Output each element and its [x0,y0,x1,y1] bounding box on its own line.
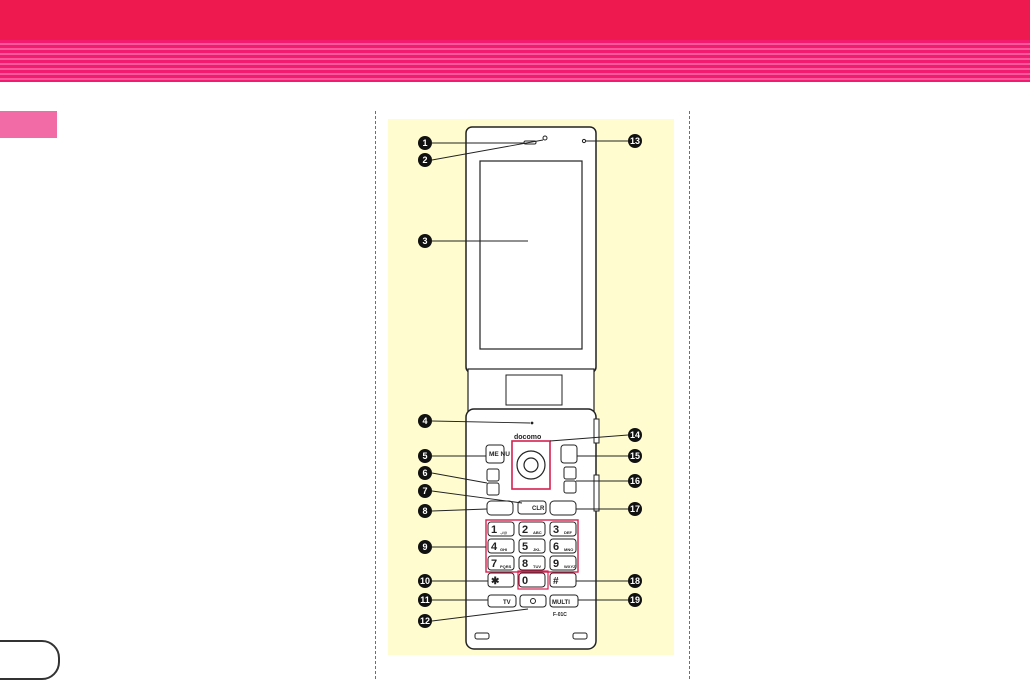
callout-12: 12 [418,614,432,628]
callout-9-label: 9 [422,542,427,552]
key-7-label: 7 [491,558,497,570]
callout-10: 10 [418,574,432,588]
callout-12-label: 12 [420,616,430,626]
callout-2: 2 [418,153,432,167]
key-3-sub: DEF [564,530,573,535]
callout-7-label: 7 [422,486,427,496]
page-header [0,0,1030,82]
key-5-sub: JKL [533,547,541,552]
callout-17-label: 17 [630,504,640,514]
key-4-sub: GHI [500,547,507,552]
mail-key[interactable] [487,469,499,481]
model-label: F-01C [553,612,567,618]
callout-13: 13 [628,134,642,148]
key-5-label: 5 [522,541,528,553]
call-key[interactable] [487,501,513,515]
memo-key[interactable] [487,483,499,495]
callout-13-label: 13 [630,136,640,146]
callout-19: 19 [628,593,642,607]
key-0-label: 0 [522,575,528,587]
callout-11: 11 [418,593,432,607]
callout-17: 17 [628,502,642,516]
callout-15-label: 15 [630,451,640,461]
callout-6: 6 [418,466,432,480]
key-6-label: 6 [553,541,559,553]
tv-key-label: TV [503,600,511,606]
callout-5-label: 5 [422,451,427,461]
callout-16-label: 16 [630,476,640,486]
callout-8: 8 [418,504,432,518]
key-1-label: 1 [491,524,497,536]
callout-2-label: 2 [422,155,427,165]
callout-4: 4 [418,414,432,428]
callout-8-label: 8 [422,506,427,516]
display [480,161,582,349]
hinge-center [506,375,562,405]
callout-1: 1 [418,136,432,150]
header-band [0,0,1030,40]
key-2-sub: ABC [533,530,542,535]
key-7-sub: PQRS [500,564,512,569]
mouthpiece [531,422,534,425]
callout-5: 5 [418,449,432,463]
callout-3: 3 [418,234,432,248]
callout-18: 18 [628,574,642,588]
key-hash-label: # [553,576,559,587]
key-star-label: ✱ [491,576,500,587]
search-key[interactable] [520,595,546,607]
nav-key-center [524,458,538,472]
key-6-sub: MNO [564,547,573,552]
callout-19-label: 19 [630,595,640,605]
callout-16: 16 [628,474,642,488]
menu-key-label: ME NU [489,451,510,458]
key-8-sub: TUV [533,564,541,569]
callout-14: 14 [628,428,642,442]
key-4-label: 4 [491,541,498,553]
power-end-key[interactable] [550,501,576,515]
callout-10-label: 10 [420,576,430,586]
callout-4-label: 4 [422,416,427,426]
camera-key[interactable] [561,445,577,463]
column-divider-left [375,111,376,679]
header-stripes [0,40,1030,82]
callout-9: 9 [418,540,432,554]
key-9-sub: WXYZ [564,564,576,569]
column-divider-right [689,111,690,679]
key-9-label: 9 [553,558,559,570]
brand-label: docomo [514,434,541,441]
callout-3-label: 3 [422,236,427,246]
key-8-label: 8 [522,558,528,570]
key-2-label: 2 [522,524,528,536]
callout-7: 7 [418,484,432,498]
app-key[interactable] [564,481,576,493]
key-3-label: 3 [553,524,559,536]
side-connector [594,475,599,511]
side-key [594,419,599,443]
callout-1-label: 1 [422,138,427,148]
clear-key-label: CLR [532,506,545,512]
multi-key-label: MULTI [552,600,570,606]
key-1-sub: .,/@ [500,530,507,535]
callout-11-label: 11 [420,595,430,605]
phone-diagram: docomo ME NU CLR 1 .,/@ 2 ABC 3 DEF 4 GH… [388,119,674,655]
chapter-tab [0,111,57,138]
page-number-pill [0,640,60,680]
callout-6-label: 6 [422,468,427,478]
callout-18-label: 18 [630,576,640,586]
callout-15: 15 [628,449,642,463]
callout-14-label: 14 [630,430,640,440]
i-mode-key[interactable] [564,467,576,479]
tv-key[interactable] [488,595,516,607]
